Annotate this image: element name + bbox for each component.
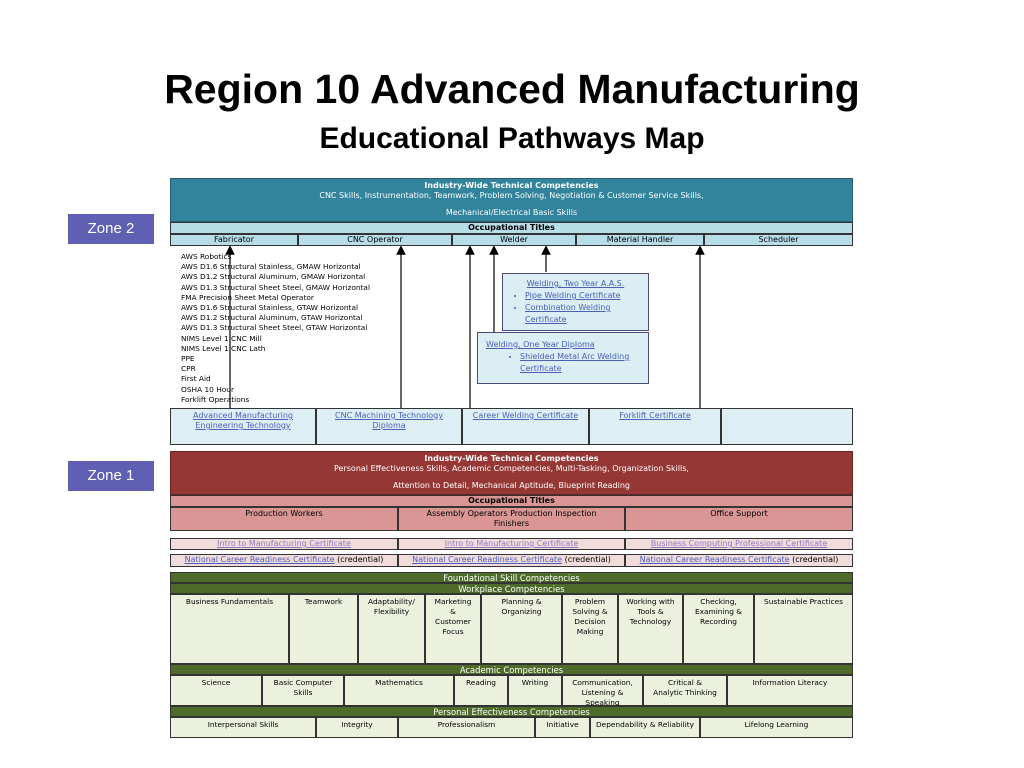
academic-competencies-header: Academic Competencies [170,664,853,675]
program-empty [721,408,853,445]
ncrc-cell-1: National Career Readiness Certificate (c… [170,554,398,567]
certifications-list: AWS Robotics AWS D1.6 Structural Stainle… [181,252,401,405]
occupation-material-handler: Material Handler [576,234,704,246]
pipe-welding-link[interactable]: Pipe Welding Certificate [525,290,640,302]
program-forklift: Forklift Certificate [589,408,721,445]
occupation-office-support: Office Support [625,507,853,531]
cert-item: AWS D1.2 Structural Aluminum, GMAW Horiz… [181,272,366,282]
cert-item: PPE [181,354,195,364]
workplace-planning: Planning & Organizing [481,594,562,664]
zone2-competencies-header: Industry-Wide Technical Competencies CNC… [170,178,853,222]
intro-manufacturing-link-2[interactable]: Intro to Manufacturing Certificate [444,539,579,548]
page-title: Region 10 Advanced Manufacturing [164,66,860,112]
program-welding: Career Welding Certificate [462,408,589,445]
cert-item: OSHA 10 Hour [181,384,235,394]
personal-dependability: Dependability & Reliability [590,717,700,738]
zone1-occupational-titles-label: Occupational Titles [170,495,853,507]
academic-communication: Communication, Listening & Speaking [562,675,643,707]
ncrc-credential-2: (credential) [564,555,611,564]
personal-initiative: Initiative [535,717,590,738]
ncrc-link-3[interactable]: National Career Readiness Certificate [639,555,790,564]
occupation-welder: Welder [452,234,576,246]
ncrc-cell-2: National Career Readiness Certificate (c… [398,554,625,567]
zone1-competencies-line2: Attention to Detail, Mechanical Aptitude… [393,481,630,490]
cert-item: FMA Precision Sheet Metal Operator [181,292,314,302]
occupation-scheduler: Scheduler [704,234,853,246]
workplace-competencies-header: Workplace Competencies [170,583,853,594]
ncrc-link-1[interactable]: National Career Readiness Certificate [184,555,335,564]
personal-effectiveness-header: Personal Effectiveness Competencies [170,706,853,717]
smaw-link[interactable]: Shielded Metal Arc Welding Certificate [520,351,640,375]
ncrc-credential-1: (credential) [337,555,384,564]
cert-item: AWS D1.6 Structural Stainless, GMAW Hori… [181,262,361,272]
workplace-tools-technology: Working with Tools & Technology [618,594,683,664]
personal-professionalism: Professionalism [398,717,535,738]
workplace-business-fundamentals: Business Fundamentals [170,594,289,664]
welding-one-year-box: Welding, One Year Diploma Shielded Metal… [477,332,649,384]
zone1-cert-2: Intro to Manufacturing Certificate [398,538,625,550]
academic-reading: Reading [454,675,508,706]
ncrc-cell-3: National Career Readiness Certificate (c… [625,554,853,567]
academic-writing: Writing [508,675,562,706]
intro-manufacturing-link-1[interactable]: Intro to Manufacturing Certificate [217,539,351,548]
zone2-competencies-line1: CNC Skills, Instrumentation, Teamwork, P… [319,191,704,200]
workplace-problem-solving: Problem Solving & Decision Making [562,594,618,664]
occupation-cnc-operator: CNC Operator [298,234,452,246]
academic-critical-thinking: Critical & Analytic Thinking [643,675,727,706]
academic-mathematics: Mathematics [344,675,454,706]
welding-one-year-link[interactable]: Welding, One Year Diploma [486,340,595,349]
program-amet-link[interactable]: Advanced Manufacturing Engineering Techn… [193,411,293,430]
zone2-occupational-titles-label: Occupational Titles [170,222,853,234]
zone1-competencies-header: Industry-Wide Technical Competencies Per… [170,451,853,495]
pathway-arrows [225,246,705,408]
program-cnc: CNC Machining Technology Diploma [316,408,462,445]
cert-item: CPR [181,364,196,374]
zone1-cert-3: Business Computing Professional Certific… [625,538,853,550]
personal-integrity: Integrity [316,717,398,738]
zone2-competencies-title: Industry-Wide Technical Competencies [424,181,599,190]
occupation-assembly-operators: Assembly Operators Production Inspection… [398,507,625,531]
combination-welding-link[interactable]: Combination Welding Certificate [525,302,640,326]
workplace-adaptability: Adaptability/ Flexibility [358,594,425,664]
program-welding-link[interactable]: Career Welding Certificate [472,411,579,420]
ncrc-link-2[interactable]: National Career Readiness Certificate [412,555,563,564]
workplace-sustainable: Sustainable Practices [754,594,853,664]
zone1-competencies-title: Industry-Wide Technical Competencies [424,454,599,463]
workplace-checking: Checking, Examining & Recording [683,594,754,664]
zone-1-label: Zone 1 [68,461,154,491]
ncrc-credential-3: (credential) [792,555,839,564]
workplace-marketing: Marketing & Customer Focus [425,594,481,664]
occupation-production-workers: Production Workers [170,507,398,531]
cert-item: AWS D1.3 Structural Sheet Steel, GTAW Ho… [181,323,368,333]
zone1-competencies-line1: Personal Effectiveness Skills, Academic … [334,464,689,473]
program-amet: Advanced Manufacturing Engineering Techn… [170,408,316,445]
foundational-skill-header: Foundational Skill Competencies [170,572,853,583]
cert-item: NIMS Level 1 CNC Lath [181,343,266,353]
welding-two-year-link[interactable]: Welding, Two Year A.A.S. [526,279,625,288]
occupation-fabricator: Fabricator [170,234,298,246]
cert-item: Forklift Operations [181,394,250,404]
cert-item: AWS D1.2 Structural Aluminum, GTAW Horiz… [181,313,363,323]
academic-basic-computer: Basic Computer Skills [262,675,344,706]
cert-item: First Aid [181,374,211,384]
personal-lifelong-learning: Lifelong Learning [700,717,853,738]
program-forklift-link[interactable]: Forklift Certificate [619,411,691,420]
program-cnc-link[interactable]: CNC Machining Technology Diploma [335,411,443,430]
business-computing-link[interactable]: Business Computing Professional Certific… [650,539,828,548]
cert-item: AWS D1.3 Structural Sheet Steel, GMAW Ho… [181,282,371,292]
personal-interpersonal: Interpersonal Skills [170,717,316,738]
welding-two-year-box: Welding, Two Year A.A.S. Pipe Welding Ce… [502,273,649,331]
academic-information-literacy: Information Literacy [727,675,853,706]
zone2-competencies-line2: Mechanical/Electrical Basic Skills [445,208,578,217]
zone-2-label: Zone 2 [68,214,154,244]
cert-item: AWS Robotics [181,252,232,261]
academic-science: Science [170,675,262,706]
cert-item: NIMS Level 1 CNC Mill [181,333,262,343]
zone1-cert-1: Intro to Manufacturing Certificate [170,538,398,550]
cert-item: AWS D1.6 Structural Stainless, GTAW Hori… [181,303,359,313]
page-subtitle: Educational Pathways Map [319,122,705,155]
workplace-teamwork: Teamwork [289,594,358,664]
